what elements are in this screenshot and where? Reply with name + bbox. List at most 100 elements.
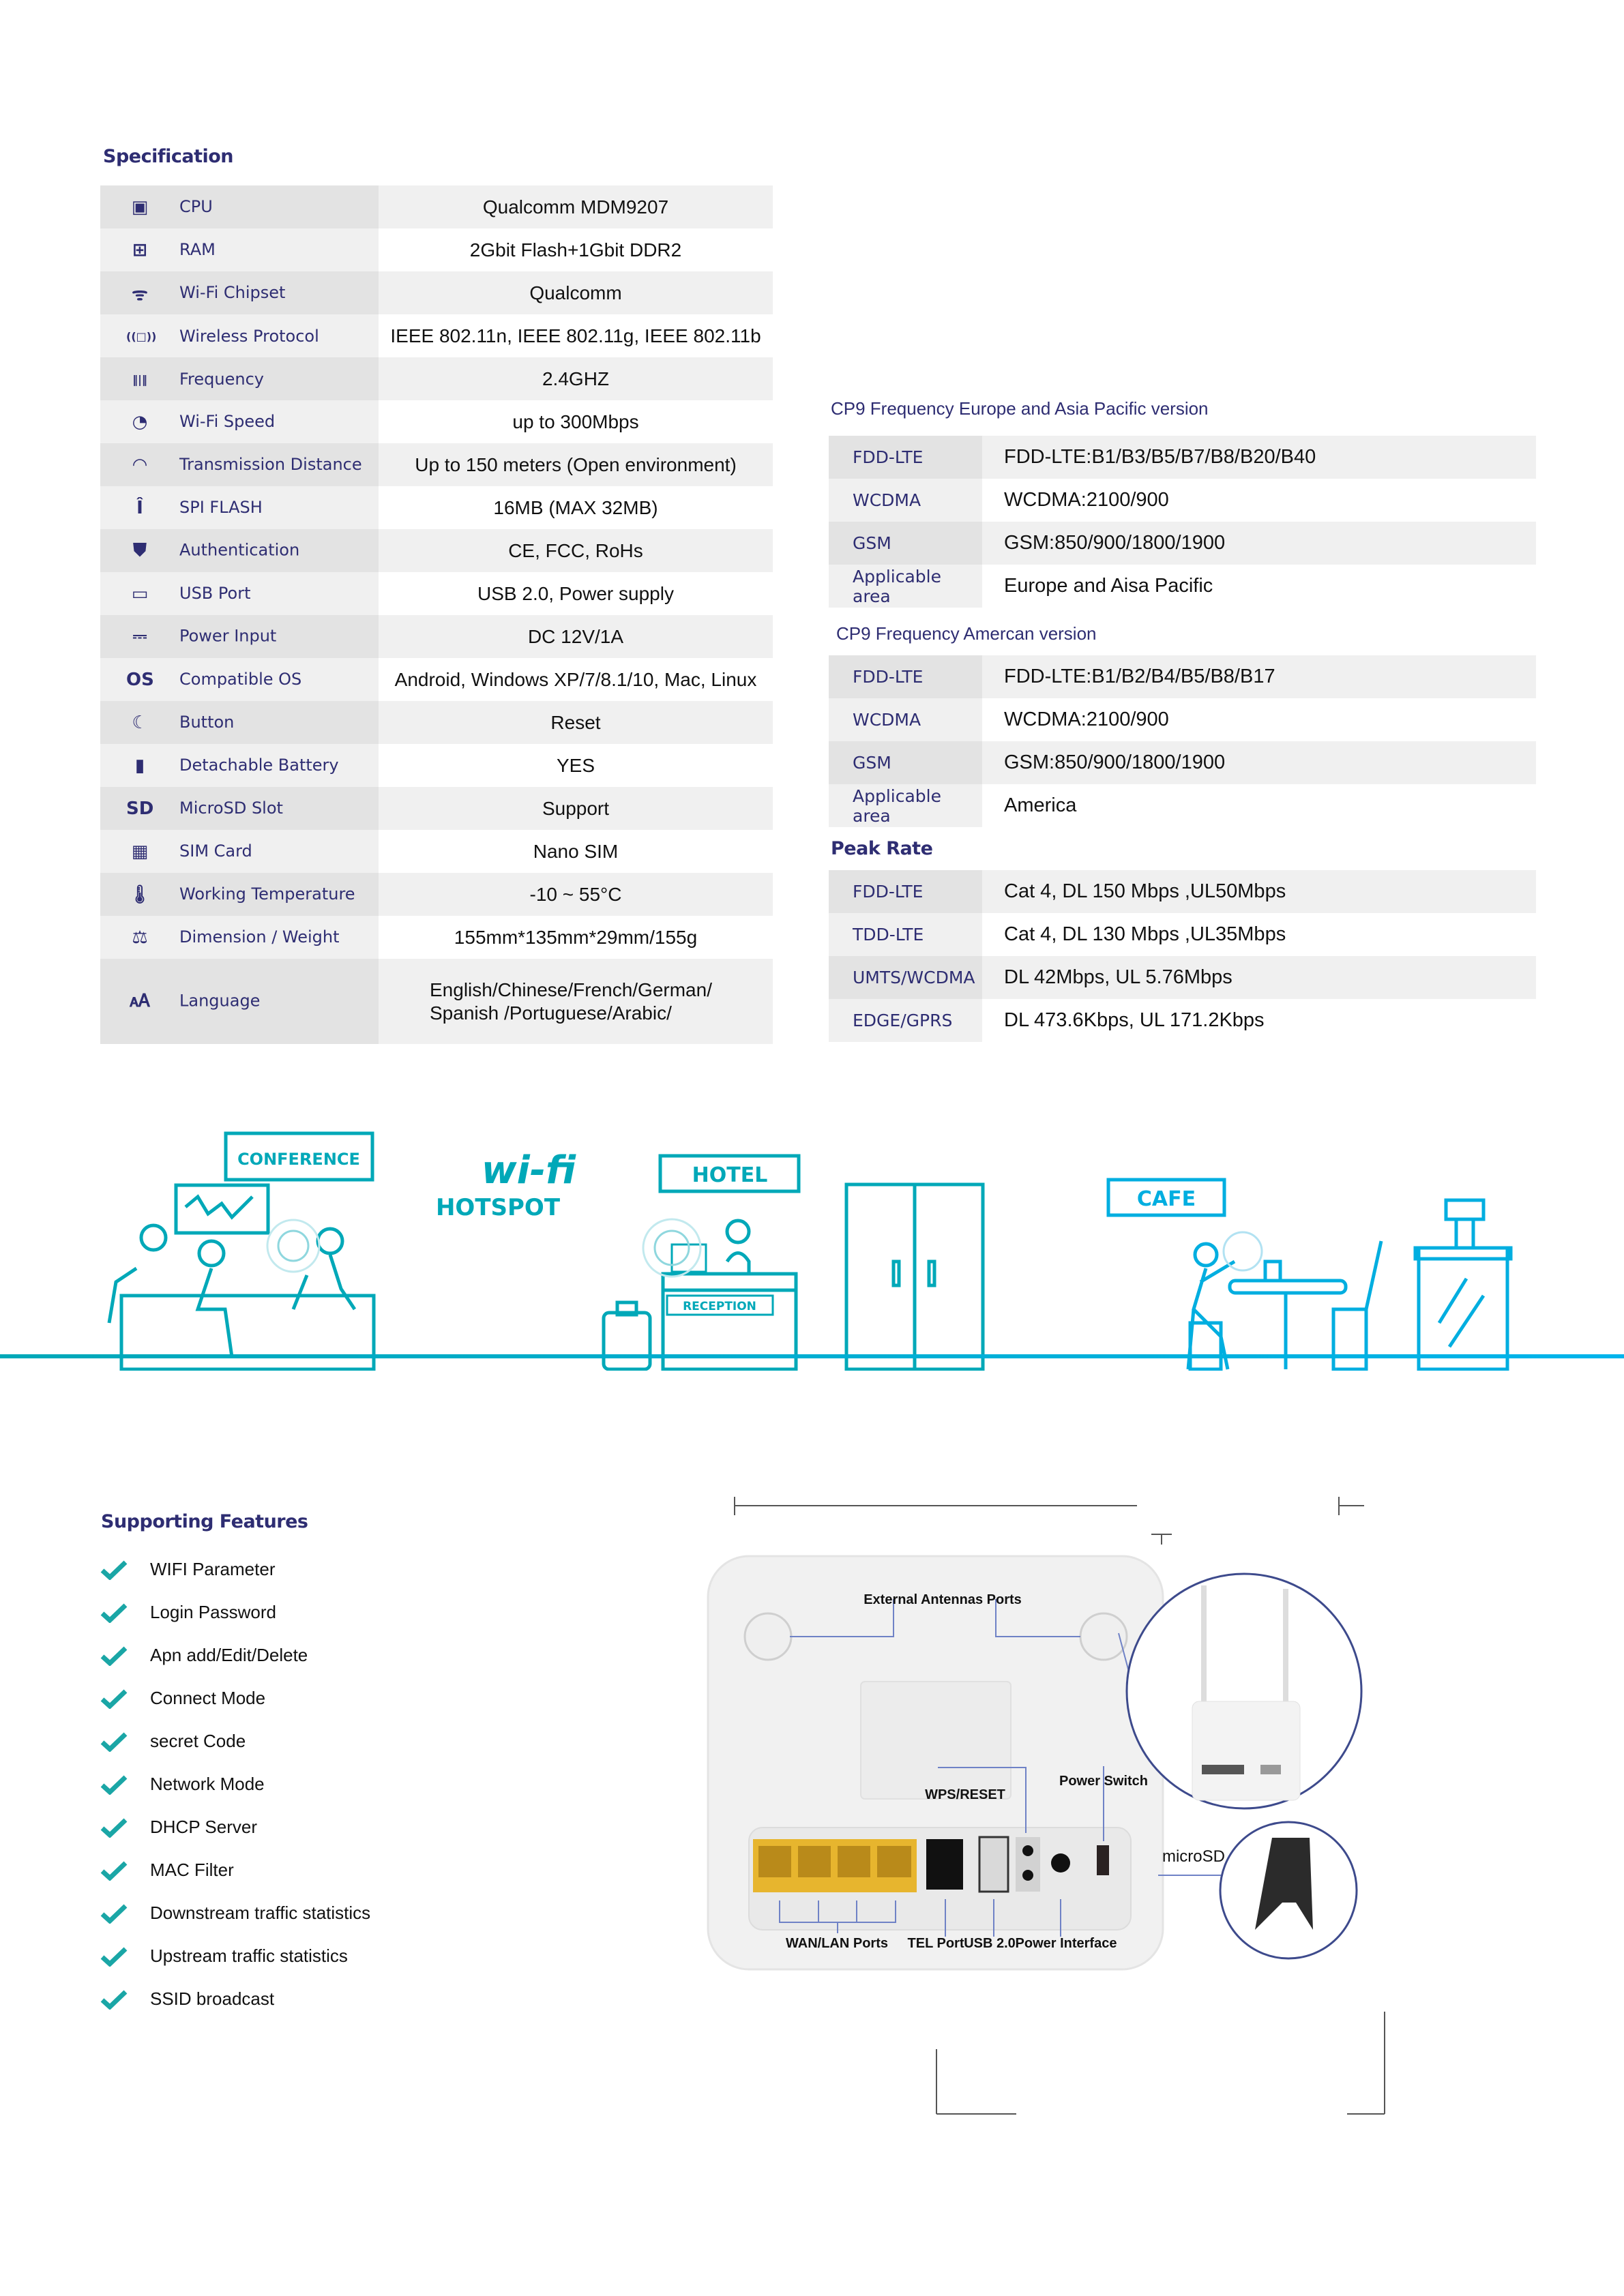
row-value: Cat 4, DL 130 Mbps ,UL35Mbps [982, 913, 1536, 956]
spec-label-cell: ▭ USB Port [100, 572, 379, 615]
row-label: GSM [829, 522, 982, 565]
usb-port-icon: ▭ [131, 583, 149, 604]
spec-label-cell: ‖|‖Frequency [100, 357, 379, 400]
spec-label-cell: ⎓Power Input [100, 615, 379, 658]
spec-label: Button [179, 712, 235, 732]
row-value: Europe and Aisa Pacific [982, 565, 1536, 608]
router-front [1192, 1701, 1301, 1801]
row-value: FDD-LTE:B1/B3/B5/B7/B8/B20/B40 [982, 436, 1536, 479]
row-label: Applicable area [829, 565, 982, 608]
antenna-port-left [743, 1612, 793, 1661]
america-version-title: CP9 Frequency Amercan version [836, 623, 1097, 644]
spec-label-cell: ⛊Authentication [100, 529, 379, 572]
spec-value-cell: 2Gbit Flash+1Gbit DDR2 [379, 228, 773, 271]
spec-row-usb-port: ▭ USB Port USB 2.0, Power supply [100, 572, 773, 615]
wifi-icon: ᯤ [132, 284, 148, 305]
spec-label-cell: Î SPI FLASH [100, 486, 379, 529]
feature-label: MAC Filter [150, 1860, 234, 1880]
spec-row-spi-flash: Î SPI FLASH 16MB (MAX 32MB) [100, 486, 773, 529]
feature-label: Apn add/Edit/Delete [150, 1645, 308, 1665]
wireless-protocol-icon: ((□)) [126, 330, 157, 343]
spec-value-cell: USB 2.0, Power supply [379, 572, 773, 615]
spec-value: Up to 150 meters (Open environment) [415, 453, 737, 475]
conference-table [119, 1294, 376, 1371]
checkmark-icon [100, 1946, 128, 1967]
feature-item: DHCP Server [100, 1806, 370, 1849]
row-label: FDD-LTE [829, 655, 982, 698]
spec-value-cell: CE, FCC, RoHs [379, 529, 773, 572]
spec-label: SPI FLASH [179, 497, 263, 517]
wifi-logo-text: wi-fi [482, 1148, 576, 1193]
usb-label: USB 2.0 [964, 1936, 1016, 1951]
spec-label-cell: 🌡Working Temperature [100, 873, 379, 916]
cafe-sign [1106, 1178, 1226, 1217]
spec-value-cell: Qualcomm MDM9207 [379, 185, 773, 228]
spec-label: Frequency [179, 369, 264, 389]
feature-label: SSID broadcast [150, 1988, 275, 2009]
row-label: GSM [829, 741, 982, 784]
wan-lan-ports [753, 1839, 917, 1892]
feature-item: MAC Filter [100, 1849, 370, 1892]
antenna-port-right [1079, 1612, 1128, 1661]
label-area [860, 1681, 1012, 1800]
power-jack [1051, 1853, 1070, 1873]
spec-value-cell: Nano SIM [379, 830, 773, 873]
peak-rate-title: Peak Rate [831, 838, 933, 859]
spec-value: Nano SIM [533, 840, 619, 862]
spec-label: Wi-Fi Speed [179, 411, 276, 431]
spec-label: Transmission Distance [179, 454, 362, 474]
wps-reset-label: WPS/RESET [925, 1787, 1005, 1802]
row-label: FDD-LTE [829, 436, 982, 479]
spec-row-working-temperature: 🌡Working Temperature-10 ~ 55°C [100, 873, 773, 916]
feature-label: Connect Mode [150, 1688, 266, 1708]
battery-icon: ▮ [134, 755, 145, 776]
spec-label: Working Temperature [179, 884, 355, 904]
reception-sign [666, 1294, 774, 1316]
spec-label-cell: 🗚Language [100, 959, 379, 1044]
spec-value: 16MB (MAX 32MB) [493, 496, 658, 518]
checkmark-icon [100, 1560, 128, 1580]
hotspot-label: HOTSPOT [436, 1194, 561, 1221]
power-switch-label: Power Switch [1059, 1774, 1148, 1789]
feature-item: Downstream traffic statistics [100, 1892, 370, 1935]
spec-label: CPU [179, 196, 213, 216]
spec-value: 2Gbit Flash+1Gbit DDR2 [469, 239, 682, 260]
row-label: UMTS/WCDMA [829, 956, 982, 999]
feature-item: WIFI Parameter [100, 1548, 370, 1591]
feature-item: Upstream traffic statistics [100, 1935, 370, 1978]
spec-label: USB Port [179, 583, 251, 603]
antenna-ports-label: External Antennas Ports [863, 1592, 1022, 1607]
spec-label: Detachable Battery [179, 755, 339, 775]
microsd-inset [1219, 1821, 1358, 1960]
supporting-features-title: Supporting Features [101, 1511, 308, 1532]
feature-item: Connect Mode [100, 1677, 370, 1720]
conference-label: CONFERENCE [237, 1150, 360, 1169]
feature-item: SSID broadcast [100, 1978, 370, 2021]
tel-port [926, 1839, 963, 1890]
spec-value-cell: IEEE 802.11n, IEEE 802.11g, IEEE 802.11b [379, 314, 773, 357]
spec-label-cell: ▦SIM Card [100, 830, 379, 873]
row-label: TDD-LTE [829, 913, 982, 956]
spec-label-cell: ◔Wi-Fi Speed [100, 400, 379, 443]
antenna-icon: Î [136, 497, 143, 518]
row-value: WCDMA:2100/900 [982, 698, 1536, 741]
row-value: FDD-LTE:B1/B2/B4/B5/B8/B17 [982, 655, 1536, 698]
spec-value-cell: 155mm*135mm*29mm/155g [379, 916, 773, 959]
row-value: DL 42Mbps, UL 5.76Mbps [982, 956, 1536, 999]
spec-value: 2.4GHZ [542, 368, 610, 389]
